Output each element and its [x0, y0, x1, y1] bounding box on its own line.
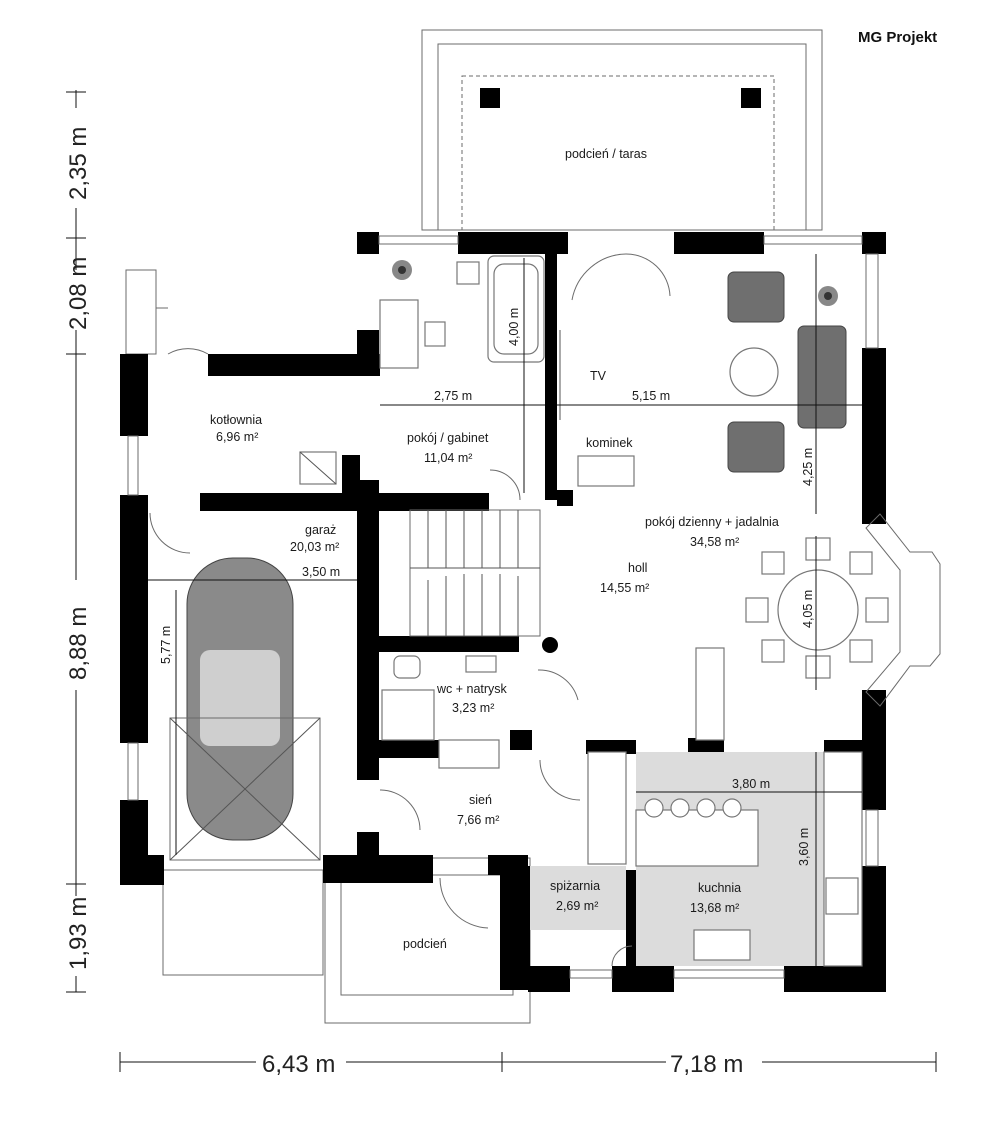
wc-fixtures [381, 655, 500, 769]
dim-kitchen-width: 3,80 m [732, 777, 770, 791]
dim-dining-height: 4,05 m [801, 590, 815, 628]
sofa [797, 325, 847, 429]
kitchen-area [530, 647, 863, 967]
windows [127, 235, 941, 979]
dim-garage-width: 3,50 m [302, 565, 340, 579]
room-area-vestibule: 7,66 m² [457, 813, 499, 827]
walls [120, 232, 886, 992]
room-label-wc: wc + natrysk [436, 682, 508, 696]
dim-living-width: 5,15 m [632, 389, 670, 403]
dim-left-bottom: 1,93 m [65, 897, 92, 970]
dim-kitchen-height: 3,60 m [797, 828, 811, 866]
brand-logo: MG Projekt [858, 29, 937, 46]
room-area-pantry: 2,69 m² [556, 899, 598, 913]
dim-bottom-left: 6,43 m [262, 1051, 335, 1078]
room-label-terrace: podcień / taras [565, 147, 647, 161]
kitchen-island [635, 809, 759, 867]
dim-garage-length: 5,77 m [159, 626, 173, 664]
room-label-vestibule: sień [469, 793, 492, 807]
room-label-hall: holl [628, 561, 647, 575]
inner-dimension-lines [148, 254, 862, 966]
living-furniture [559, 271, 847, 487]
dining-set [745, 537, 889, 679]
room-area-kitchen: 13,68 m² [690, 901, 739, 915]
room-label-porch: podcień [403, 937, 447, 951]
room-area-living: 34,58 m² [690, 535, 739, 549]
stove-icon [825, 877, 859, 915]
room-label-office: pokój / gabinet [407, 431, 489, 445]
plant-icon [818, 286, 838, 306]
armchair [727, 421, 785, 473]
toilet-icon [393, 655, 421, 679]
dim-left-main: 8,88 m [65, 607, 92, 680]
dim-left-top: 2,35 m [65, 127, 92, 200]
car-icon [169, 557, 321, 861]
tv-label: TV [590, 369, 607, 383]
room-label-boiler: kotłownia [210, 413, 262, 427]
staircase [409, 509, 558, 653]
fireplace-icon [577, 455, 635, 487]
coffee-table [729, 347, 779, 397]
dim-office-width: 2,75 m [434, 389, 472, 403]
room-label-pantry: spiżarnia [550, 879, 600, 893]
dining-table [777, 569, 859, 651]
terrace-column [741, 88, 761, 108]
dim-bottom-right: 7,18 m [670, 1051, 743, 1078]
room-area-garage: 20,03 m² [290, 540, 339, 554]
dim-office-bath-height: 4,00 m [507, 308, 521, 346]
room-label-garage: garaż [305, 523, 336, 537]
washbasin-icon [465, 655, 497, 673]
room-area-hall: 14,55 m² [600, 581, 649, 595]
doors [149, 253, 671, 967]
room-area-wc: 3,23 m² [452, 701, 494, 715]
plant-icon [392, 260, 412, 280]
fireplace-label: kominek [586, 436, 633, 450]
room-label-living: pokój dzienny + jadalnia [645, 515, 779, 529]
outer-dimension-lines [66, 90, 937, 1072]
terrace-column [480, 88, 500, 108]
shower-icon [381, 689, 435, 741]
room-area-office: 11,04 m² [424, 451, 472, 465]
room-area-boiler: 6,96 m² [216, 430, 258, 444]
dim-living-height: 4,25 m [801, 448, 815, 486]
terrace-outline [421, 29, 823, 231]
sink-icon [693, 929, 751, 961]
dim-left-upper: 2,08 m [65, 257, 92, 330]
office-furniture [379, 255, 545, 369]
armchair [727, 271, 785, 323]
room-label-kitchen: kuchnia [698, 881, 741, 895]
desk [379, 299, 419, 369]
